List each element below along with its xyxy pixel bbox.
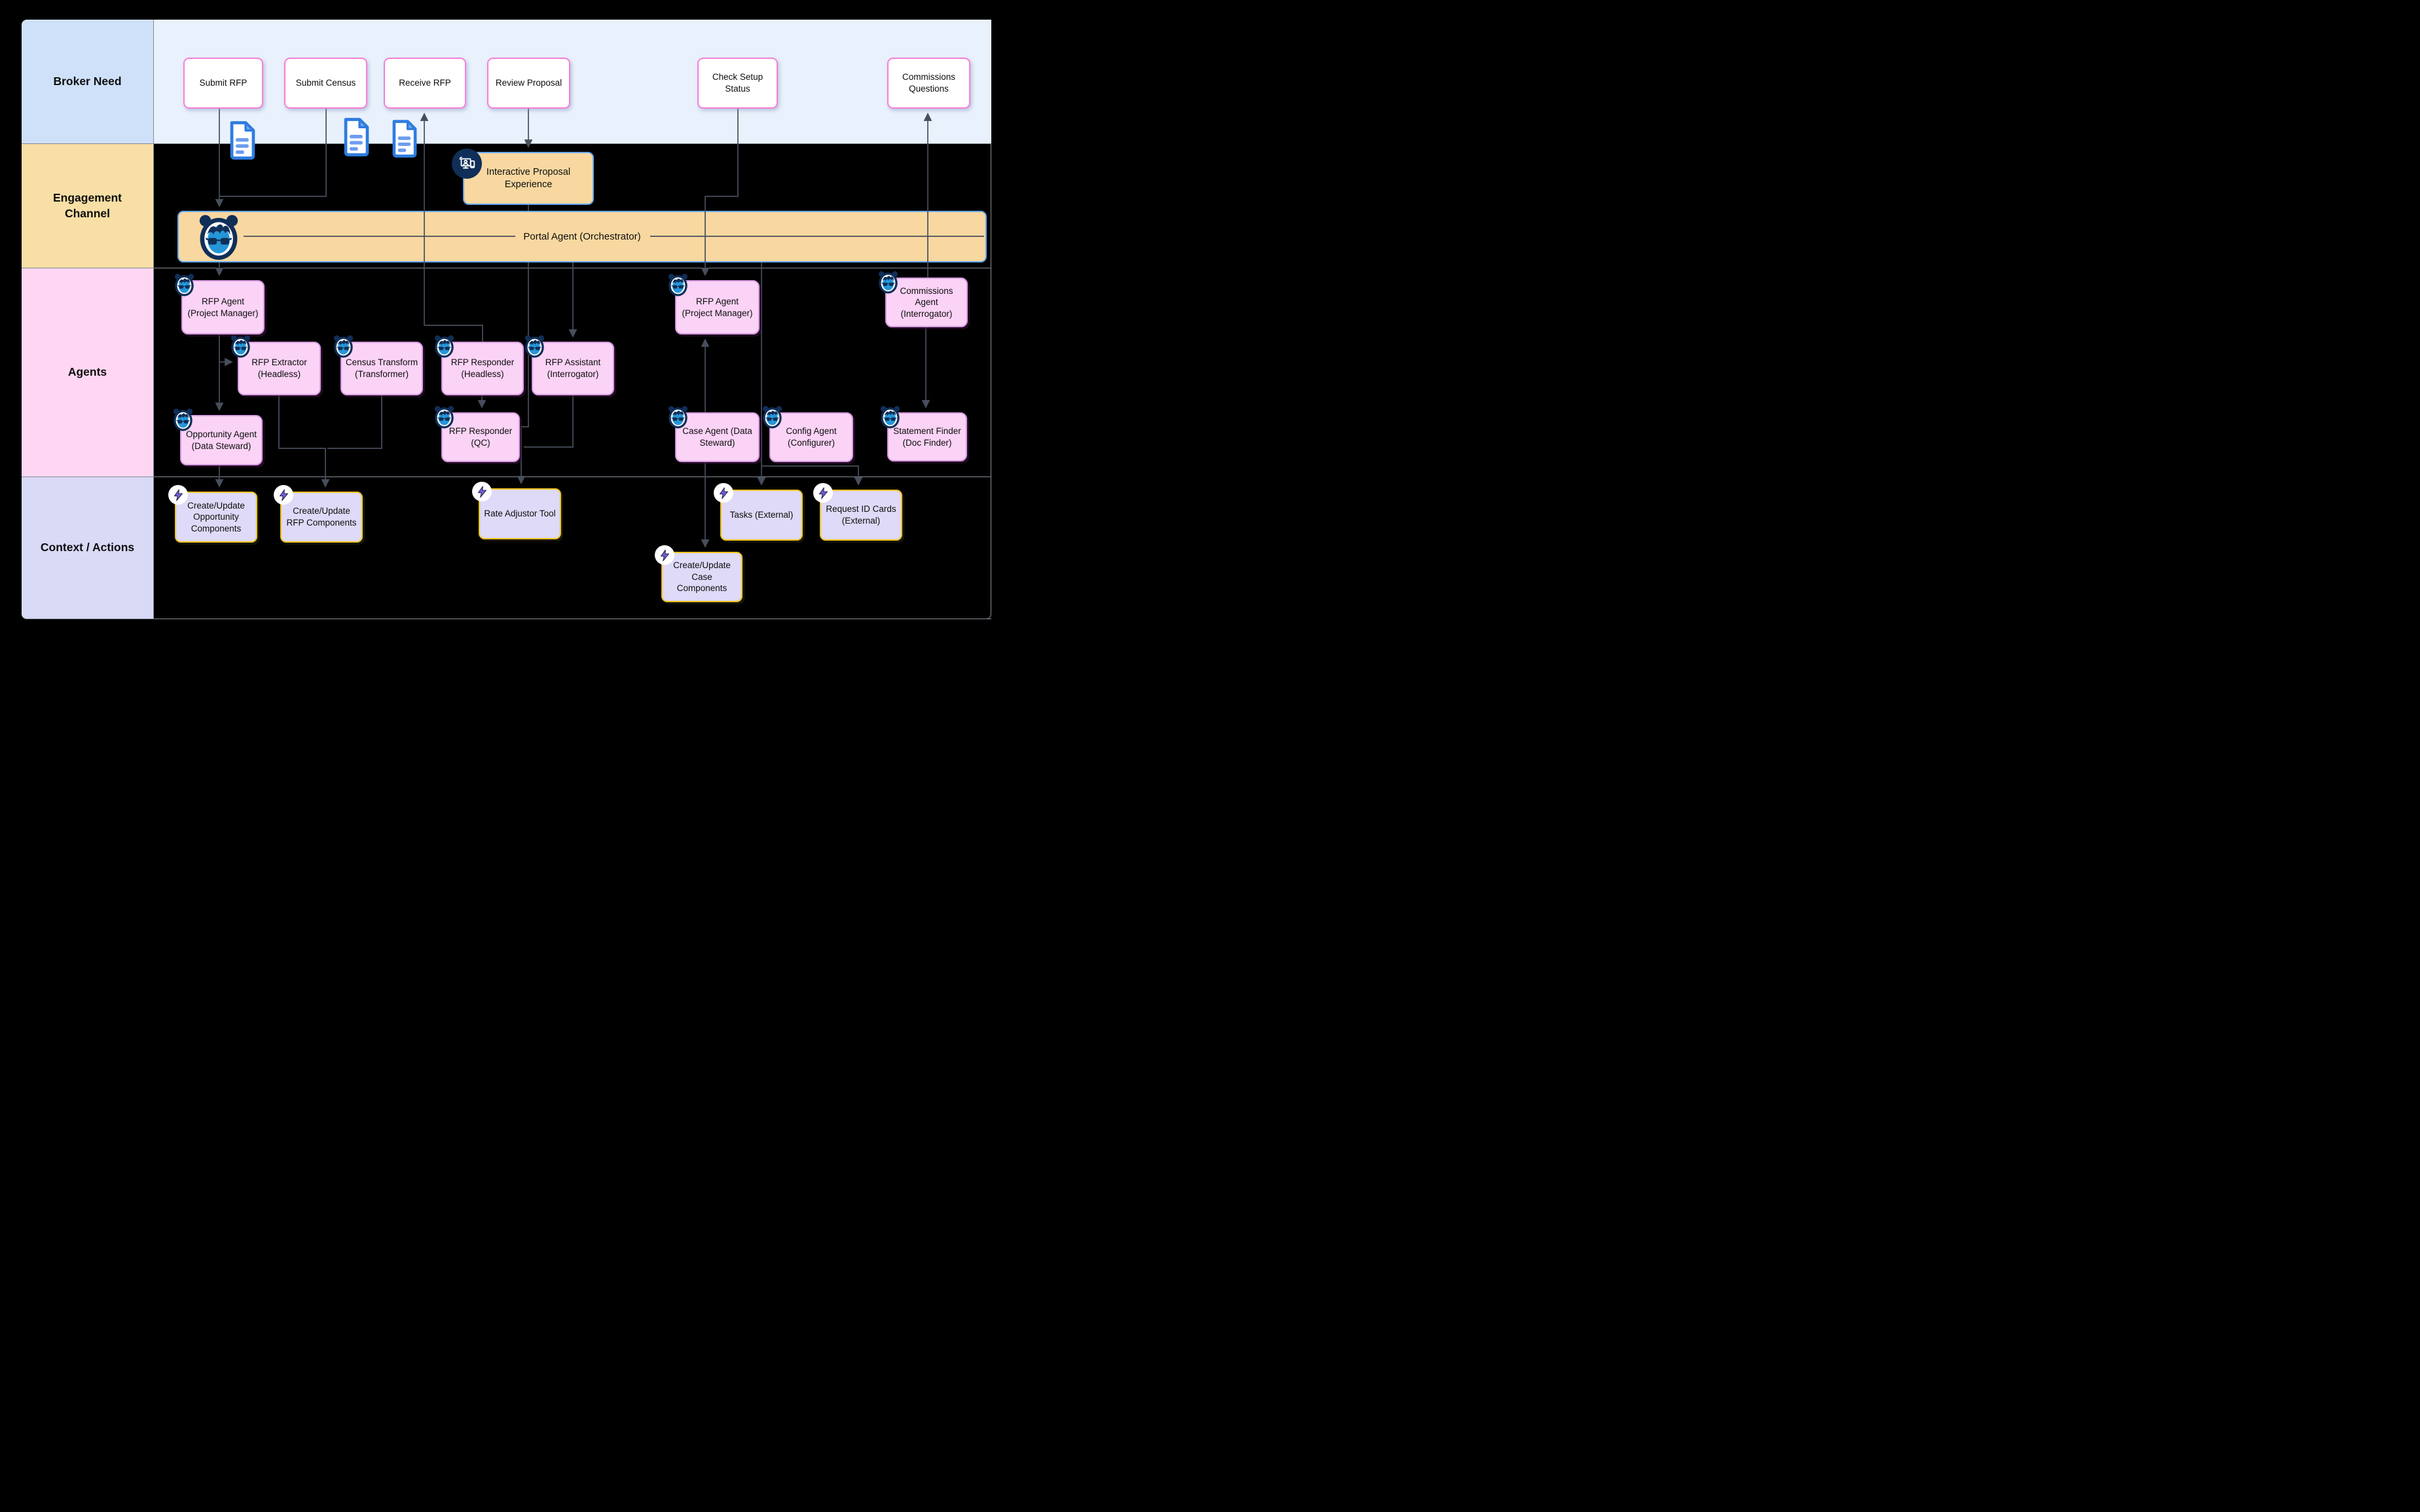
portal-agent-label: Portal Agent (Orchestrator) [523, 230, 641, 242]
lane-label-context-actions: Context / Actions [22, 477, 154, 619]
document-icon [227, 120, 258, 161]
need-review-proposal: Review Proposal [487, 58, 570, 109]
agent-label: Config Agent (Configurer) [786, 426, 837, 448]
interactive-proposal-label: Interactive Proposal Experience [486, 166, 571, 190]
need-label: Check Setup Status [712, 72, 763, 94]
lightning-bolt-icon [714, 483, 733, 503]
robot-mascot-icon [172, 407, 194, 432]
lane-label-text: Agents [67, 365, 107, 379]
row-broker-need [154, 20, 991, 144]
robot-mascot-icon [433, 334, 456, 359]
row-agents [154, 268, 991, 477]
agent-rfp-extractor: RFP Extractor (Headless) [230, 335, 321, 395]
agent-rfp-agent-project-manager-left: RFP Agent (Project Manager) [174, 274, 265, 334]
need-receive-rfp: Receive RFP [384, 58, 466, 109]
need-label: Commissions Questions [902, 72, 955, 94]
lightning-bolt-icon [813, 483, 833, 503]
robot-mascot-icon [667, 405, 689, 429]
robot-mascot-icon [173, 272, 196, 297]
action-create-update-opportunity-components: Create/Update Opportunity Components [168, 485, 257, 543]
agent-statement-finder: Statement Finder (Doc Finder) [880, 406, 967, 461]
lane-label-text: Engagement Channel [52, 190, 122, 220]
agent-label: RFP Extractor (Headless) [251, 357, 307, 379]
need-submit-census: Submit Census [284, 58, 367, 109]
agent-opportunity-agent: Opportunity Agent (Data Steward) [173, 408, 263, 465]
robot-mascot-icon [877, 270, 900, 295]
agent-label: Statement Finder (Doc Finder) [893, 425, 961, 448]
swimlane-diagram: Broker Need Engagement Channel Agents Co… [0, 0, 1008, 630]
agent-census-transform: Census Transform (Transformer) [333, 335, 423, 395]
lightning-bolt-icon [274, 485, 293, 505]
action-label: Create/Update RFP Components [286, 506, 357, 528]
agent-rfp-responder-qc: RFP Responder (QC) [434, 406, 520, 462]
need-check-setup-status: Check Setup Status [697, 58, 778, 109]
agent-label: RFP Agent (Project Manager) [682, 296, 753, 318]
agent-rfp-assistant: RFP Assistant (Interrogator) [524, 335, 614, 395]
robot-mascot-icon [196, 208, 242, 266]
robot-mascot-icon [879, 405, 902, 429]
lightning-bolt-icon [472, 482, 492, 501]
agent-config-agent: Config Agent (Configurer) [762, 406, 853, 462]
robot-mascot-icon [433, 405, 456, 429]
screen-share-icon [452, 149, 482, 179]
agent-label: Case Agent (Data Steward) [682, 426, 752, 448]
portal-agent-orchestrator-bar: Portal Agent (Orchestrator) [177, 211, 987, 262]
action-label: Create/Update Case Components [673, 560, 731, 594]
agent-label: Opportunity Agent (Data Steward) [185, 429, 257, 451]
need-label: Receive RFP [399, 78, 451, 88]
need-submit-rfp: Submit RFP [183, 58, 263, 109]
action-request-id-cards-external: Request ID Cards (External) [813, 483, 902, 541]
robot-mascot-icon [761, 405, 784, 429]
robot-mascot-icon [229, 334, 252, 359]
need-label: Submit Census [295, 78, 356, 88]
lightning-bolt-icon [168, 485, 188, 505]
document-icon [390, 118, 420, 159]
document-icon [341, 117, 372, 158]
robot-mascot-icon [332, 334, 355, 359]
lane-label-text: Context / Actions [40, 541, 135, 554]
robot-mascot-icon [523, 334, 546, 359]
agent-label: Commissions Agent (Interrogator) [900, 285, 953, 319]
agent-label: RFP Agent (Project Manager) [187, 296, 259, 318]
agent-rfp-responder-headless: RFP Responder (Headless) [434, 335, 524, 395]
action-create-update-case-components: Create/Update Case Components [655, 545, 742, 602]
action-create-update-rfp-components: Create/Update RFP Components [274, 485, 363, 543]
action-rate-adjustor-tool: Rate Adjustor Tool [472, 482, 561, 539]
agent-case-agent: Case Agent (Data Steward) [668, 406, 760, 462]
lane-label-agents: Agents [22, 268, 154, 477]
robot-mascot-icon [667, 272, 689, 297]
agent-label: Census Transform (Transformer) [345, 357, 418, 379]
agent-label: RFP Responder (Headless) [450, 357, 515, 379]
action-label: Request ID Cards (External) [826, 504, 896, 526]
need-label: Submit RFP [199, 78, 248, 88]
action-label: Create/Update Opportunity Components [187, 500, 245, 533]
interactive-proposal-experience: Interactive Proposal Experience [452, 149, 594, 205]
lane-label-broker-need: Broker Need [22, 20, 154, 144]
agent-rfp-agent-project-manager-right: RFP Agent (Project Manager) [668, 274, 760, 334]
need-label: Review Proposal [495, 78, 562, 88]
row-context-actions [154, 477, 991, 619]
lane-label-engagement-channel: Engagement Channel [22, 144, 154, 268]
agent-commissions-agent: Commissions Agent (Interrogator) [878, 271, 968, 327]
action-label: Rate Adjustor Tool [484, 509, 556, 519]
agent-label: RFP Assistant (Interrogator) [545, 357, 601, 379]
lane-label-text: Broker Need [53, 74, 122, 88]
need-commissions-questions: Commissions Questions [887, 58, 970, 109]
lightning-bolt-icon [655, 545, 674, 565]
agent-label: RFP Responder (QC) [449, 426, 513, 448]
action-tasks-external: Tasks (External) [714, 483, 803, 541]
action-label: Tasks (External) [729, 510, 794, 520]
